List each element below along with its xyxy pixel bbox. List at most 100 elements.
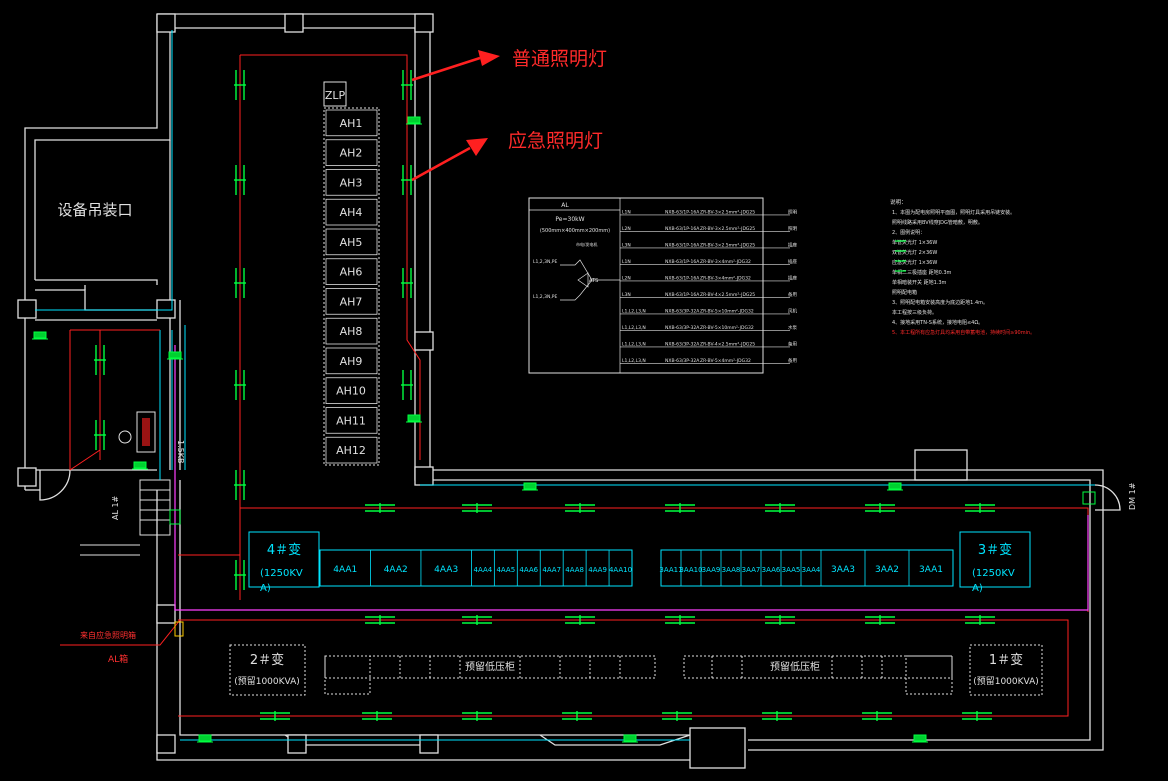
switchgear-cabinet: 3AA11 — [659, 566, 682, 574]
reserved-cabinets-right — [683, 655, 953, 695]
schedule-phase: L1,L2,L3,N — [622, 341, 646, 347]
emergency-light — [912, 734, 928, 743]
panel-cell-label: AH11 — [336, 414, 366, 427]
fluorescent-light — [260, 711, 290, 721]
switchgear-label: 3AA2 — [875, 565, 899, 575]
schedule-cable: ZR-BV-5×10mm²-JDG32 — [700, 325, 754, 331]
notes-heading: 说明： — [890, 198, 907, 206]
schedule-use: 照明 — [788, 226, 797, 232]
schedule-use: 风机 — [788, 307, 797, 314]
schedule-use: 插座 — [788, 274, 797, 281]
panel-cell: AH9 — [325, 347, 378, 375]
switchgear-label: 4AA1 — [333, 565, 357, 575]
fluorescent-light — [234, 370, 246, 400]
schedule-use: 水泵 — [788, 324, 797, 331]
switchgear-label: 3AA1 — [919, 565, 943, 575]
schedule-breaker: NXB-63/1P-16A — [665, 209, 700, 215]
switchgear-label: 3AA11 — [659, 566, 682, 574]
annotation-arrows — [411, 50, 500, 182]
structural-columns — [17, 13, 439, 754]
switchgear-cabinet: 4AA1 — [333, 565, 357, 575]
fluorescent-light — [362, 711, 392, 721]
note-line: 照明配电箱 — [892, 289, 917, 296]
switchgear-cabinet: 3AA1 — [908, 550, 943, 586]
note-line: 5、本工程所有应急灯具均采用自带蓄电池，持续时间≥90min。 — [892, 329, 1035, 336]
emergency-light — [622, 734, 638, 743]
t2-rating: (预留1000KVA) — [234, 675, 300, 687]
schedule-phase: L1,L2,L3,N — [622, 308, 646, 314]
schedule-breaker: NXB-63/1P-16A — [665, 292, 700, 298]
schedule-ats: ATS — [589, 278, 598, 284]
emergency-light — [32, 331, 48, 340]
emergency-light — [197, 734, 213, 743]
note-line: 单相二三极插座 距地0.3m — [892, 269, 952, 276]
switchgear-label: 4AA7 — [542, 566, 561, 574]
t1-name: 1＃变 — [989, 652, 1023, 668]
transformer-3: 3＃变 (1250KV A) — [959, 531, 1031, 594]
fluorescent-light — [762, 711, 792, 721]
schedule-dims: (500mm×400mm×200mm) — [540, 228, 610, 234]
panel-cell: AH11 — [325, 407, 378, 434]
switchgear-cabinet: 4AA10 — [608, 550, 632, 586]
schedule-cable: ZR-BV-3×4mm²-JDG32 — [700, 275, 751, 281]
t3-name: 3＃变 — [978, 542, 1012, 558]
panel-cell: AH2 — [325, 139, 378, 166]
t3-rating: (1250KV — [972, 568, 1015, 579]
schedule-phase: L1N — [622, 259, 631, 265]
emergency-light — [522, 482, 538, 491]
schedule-breaker: NXB-63/3P-32A — [665, 325, 700, 331]
fluorescent-light — [462, 503, 492, 513]
schedule-phase: L1,L2,L3,N — [622, 325, 646, 331]
vertical-label-b: AL 1# — [111, 495, 120, 520]
schedule-input-2: L1,2,3N,PE — [533, 294, 557, 300]
switchgear-label: 4AA8 — [565, 566, 584, 574]
al-riser-label: AL箱 — [108, 653, 128, 665]
light-fixtures — [94, 70, 995, 721]
panel-cell-label: AH9 — [340, 355, 363, 368]
panel-cell-label: AH5 — [340, 236, 363, 249]
schedule-cable: ZR-BV-3×2.5mm²-JDG25 — [700, 226, 755, 232]
schedule-phase: L2N — [622, 226, 631, 232]
schedule-use: 插座 — [788, 258, 797, 265]
fluorescent-light — [365, 503, 395, 513]
zlp-title: ZLP — [325, 89, 346, 102]
fluorescent-light — [965, 615, 995, 625]
schedule-use: 备用 — [788, 340, 797, 347]
schedule-breaker: NXB-63/1P-16A — [665, 242, 700, 248]
schedule-breaker: NXB-63/1P-16A — [665, 226, 700, 232]
emergency-light — [406, 116, 422, 125]
t2-name: 2＃变 — [250, 652, 284, 668]
schedule-use: 插座 — [788, 241, 797, 248]
fluorescent-light — [565, 615, 595, 625]
distribution-schedule: AL Pe=30kW (500mm×400mm×200mm) 市电/发电机 L1… — [528, 197, 797, 374]
fluorescent-light — [462, 615, 492, 625]
switchgear-label: 3AA6 — [762, 566, 781, 574]
vertical-label-c: DM 1# — [1128, 482, 1137, 510]
distribution-box — [118, 411, 1096, 637]
schedule-cable: ZR-BV-3×2.5mm²-JDG25 — [700, 209, 755, 215]
switchgear-cabinet: 4AA5 — [493, 550, 515, 586]
emergency-light — [887, 482, 903, 491]
switchgear-label: 4AA3 — [434, 565, 458, 575]
t1-rating: (预留1000KVA) — [973, 675, 1039, 687]
zlp-panel: ZLP AH1AH2AH3AH4AH5AH6AH7AH8AH9AH10AH11A… — [323, 81, 380, 466]
fluorescent-light — [94, 420, 106, 450]
fluorescent-light — [662, 711, 692, 721]
emergency-feed-label: 来自应急照明箱 — [80, 630, 136, 640]
switchgear-cabinet: 3AA7 — [740, 550, 760, 586]
switchgear-label: 3AA9 — [702, 566, 721, 574]
fluorescent-light — [962, 711, 992, 721]
switchgear-cabinet: 3AA8 — [720, 550, 740, 586]
schedule-cable: ZR-BV-3×4mm²-JDG32 — [700, 259, 751, 265]
panel-cell: AH8 — [325, 317, 378, 345]
fluorescent-light — [234, 470, 246, 500]
panel-cell-label: AH2 — [340, 147, 363, 160]
schedule-breaker: NXB-63/1P-16A — [665, 275, 700, 281]
switchgear-cabinet: 3AA10 — [679, 550, 703, 586]
fluorescent-light — [965, 503, 995, 513]
